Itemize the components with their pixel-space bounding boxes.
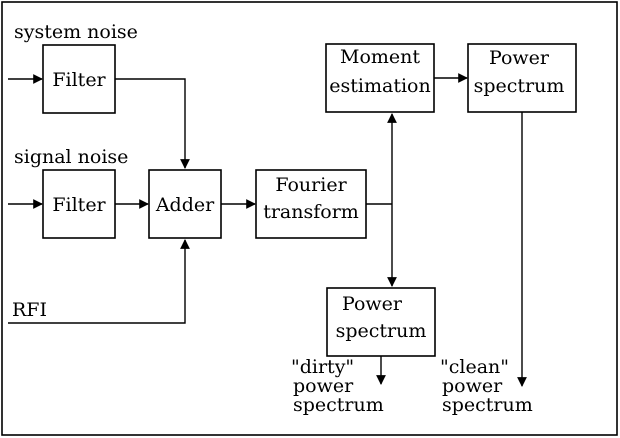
- fourier-transform-block: [255, 169, 367, 239]
- fourier-label-line2: transform: [263, 201, 359, 223]
- filter-top-label: Filter: [52, 69, 106, 91]
- moment-estimation-block: [325, 43, 435, 113]
- arrow-rfi-to-adder: [8, 239, 190, 324]
- moment-label-line1: Moment: [340, 46, 420, 68]
- filter-bottom-block: [42, 169, 116, 239]
- power-spectrum-bottom-block: [326, 287, 436, 357]
- fourier-label-line1: Fourier: [275, 174, 347, 196]
- clean-label-line1: "clean": [440, 356, 509, 378]
- system-noise-label: system noise: [14, 21, 138, 43]
- power-top-label-line1: Power: [489, 47, 550, 69]
- rfi-label: RFI: [12, 299, 47, 321]
- signal-noise-label: signal noise: [14, 146, 128, 168]
- adder-label: Adder: [155, 194, 215, 216]
- power-bottom-label-line2: spectrum: [336, 320, 427, 342]
- power-bottom-label-line1: Power: [342, 293, 403, 315]
- dirty-label-line1: "dirty": [291, 356, 354, 378]
- filter-top-block: [42, 44, 116, 114]
- power-spectrum-top-block: [467, 43, 577, 113]
- clean-label-line3: spectrum: [442, 394, 533, 416]
- dirty-label-line2: power: [293, 375, 354, 397]
- filter-bottom-label: Filter: [52, 194, 106, 216]
- moment-label-line2: estimation: [329, 75, 430, 97]
- dirty-label-line3: spectrum: [293, 394, 384, 416]
- power-top-label-line2: spectrum: [474, 75, 565, 97]
- arrow-filter-top-to-adder: [115, 78, 190, 169]
- clean-label-line2: power: [442, 375, 503, 397]
